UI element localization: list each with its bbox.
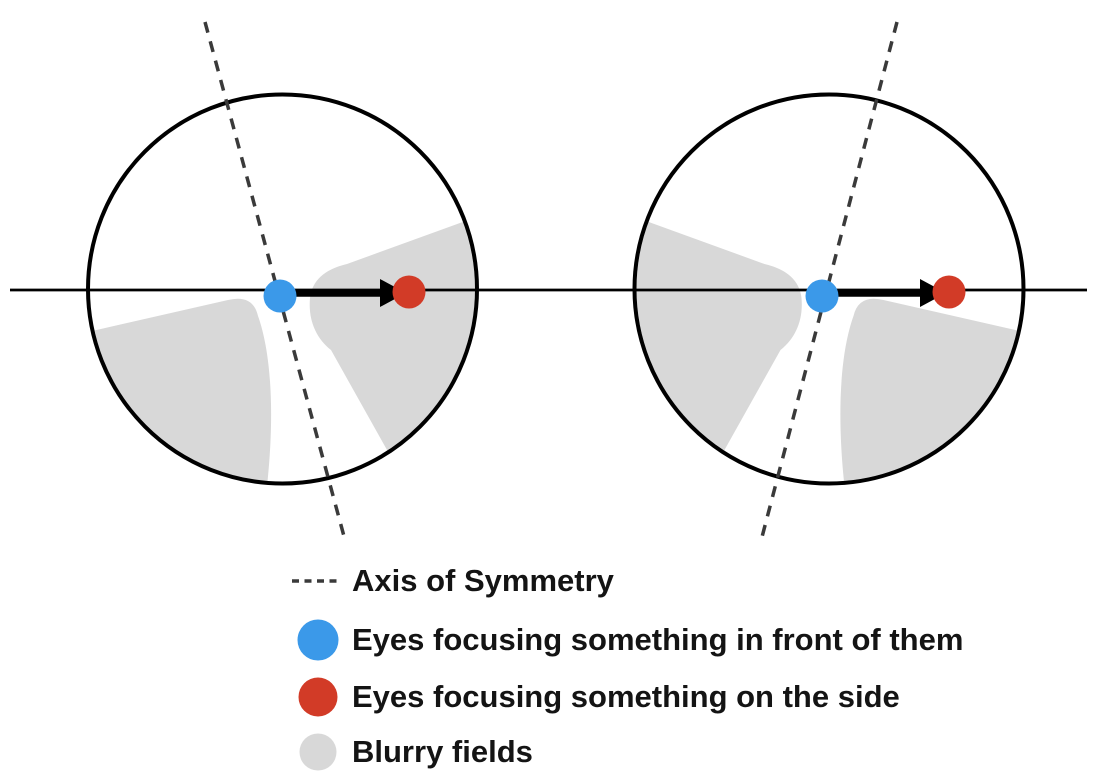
legend-label-blurry: Blurry fields (352, 734, 533, 769)
right-front-focus-dot (805, 279, 839, 313)
left-side-focus-dot (392, 275, 426, 309)
legend-label-axis: Axis of Symmetry (352, 563, 614, 598)
blue-dot-swatch-icon (292, 619, 344, 661)
dashed-line-swatch-icon (292, 577, 344, 585)
legend-label-side-focus: Eyes focusing something on the side (352, 679, 900, 714)
eyes-diagram (10, 21, 1087, 541)
legend-item-front-focus: Eyes focusing something in front of them (292, 618, 963, 662)
legend-item-side-focus: Eyes focusing something on the side (292, 675, 900, 719)
red-dot-swatch-icon (292, 677, 344, 717)
gray-dot-swatch-icon (292, 733, 344, 771)
legend-item-blurry: Blurry fields (292, 730, 533, 774)
right-axis-of-symmetry (760, 21, 899, 538)
legend-label-front-focus: Eyes focusing something in front of them (352, 622, 964, 657)
right-side-focus-dot (932, 275, 966, 309)
legend-item-axis: Axis of Symmetry (292, 559, 614, 603)
left-front-focus-dot (263, 279, 297, 313)
